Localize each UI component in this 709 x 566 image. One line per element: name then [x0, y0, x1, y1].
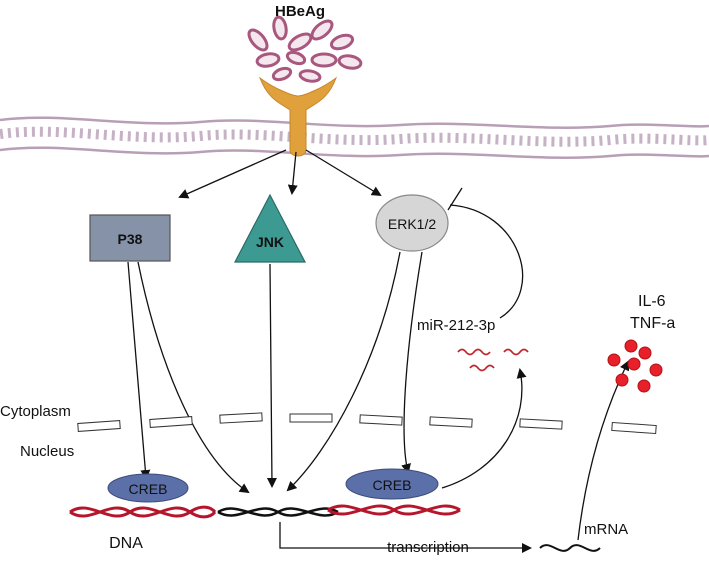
cytokine-spheres	[607, 339, 663, 393]
creb-left: CREB	[107, 473, 189, 503]
mirna-feedback-line	[449, 204, 524, 319]
creb-right-label: CREB	[373, 477, 412, 493]
inhibition-mark	[447, 187, 463, 211]
hbeag-particles	[247, 15, 363, 83]
dna-left	[69, 505, 217, 519]
cell-membrane	[0, 116, 709, 159]
mrna-label: mRNA	[584, 521, 628, 538]
nucleus-label: Nucleus	[20, 443, 74, 460]
jnk-label: JNK	[256, 234, 284, 250]
receptor-arrows	[178, 149, 382, 199]
tnfa-label: TNF-a	[630, 315, 675, 332]
mrna-strand	[539, 544, 601, 552]
dna-right	[327, 504, 461, 516]
mirna-squiggles	[457, 348, 529, 372]
creb-right: CREB	[345, 468, 439, 500]
p38-node: P38	[89, 214, 171, 262]
mirna-label: miR-212-3p	[417, 317, 495, 334]
creb-left-label: CREB	[129, 481, 168, 497]
jnk-node: JNK	[234, 193, 306, 263]
hbeag-label: HBeAg	[275, 3, 325, 20]
erk-label: ERK1/2	[388, 216, 436, 232]
il6-label: IL-6	[638, 293, 666, 310]
nuclear-membrane	[77, 412, 657, 435]
receptor	[258, 76, 338, 157]
erk-node: ERK1/2	[375, 194, 449, 252]
dna-middle	[217, 507, 339, 517]
signaling-arrows	[127, 251, 630, 553]
transcription-label: transcription	[387, 539, 469, 556]
p38-label: P38	[118, 231, 143, 247]
cytoplasm-label: Cytoplasm	[0, 403, 71, 420]
dna-label: DNA	[109, 535, 143, 552]
